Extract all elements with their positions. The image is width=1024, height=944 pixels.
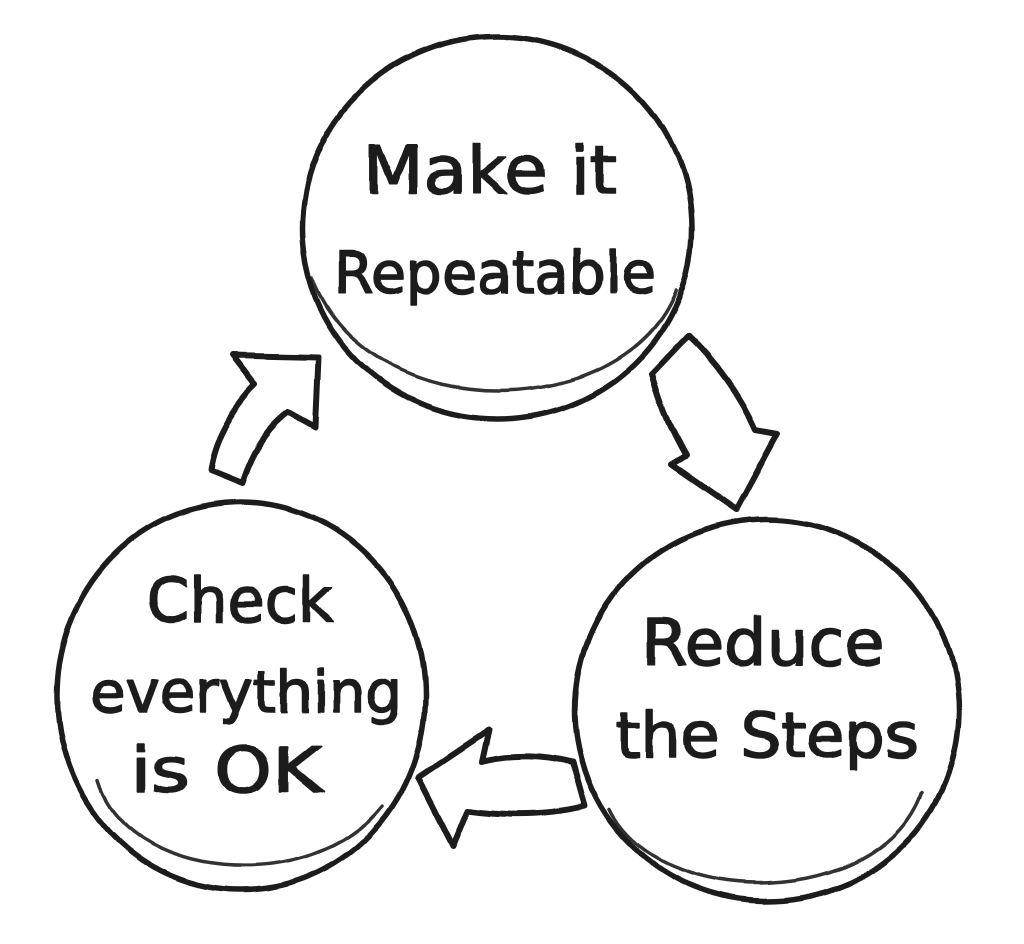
overdraw-right-circle (608, 790, 924, 885)
node-label-check-line2: everything (90, 658, 402, 726)
node-label-reduce-line2: the Steps (616, 699, 919, 772)
node-label-make-it-line1: Make it (363, 132, 617, 209)
overdraw-top-circle (310, 276, 678, 393)
node-circle-make-it-repeatable (299, 34, 695, 422)
arrow-make-to-reduce (649, 333, 780, 513)
node-label-reduce-line1: Reduce (642, 607, 885, 681)
node-label-check-line3: is OK (130, 734, 324, 807)
node-circle-check-everything-is-ok (54, 499, 428, 893)
node-label-check-line1: Check (147, 564, 333, 637)
node-label-make-it-line2: Repeatable (334, 239, 656, 307)
arrow-reduce-to-check (415, 727, 588, 849)
overdraw-left-circle (96, 778, 384, 867)
node-circle-reduce-the-steps (572, 516, 962, 904)
arrow-check-to-make (207, 352, 321, 486)
